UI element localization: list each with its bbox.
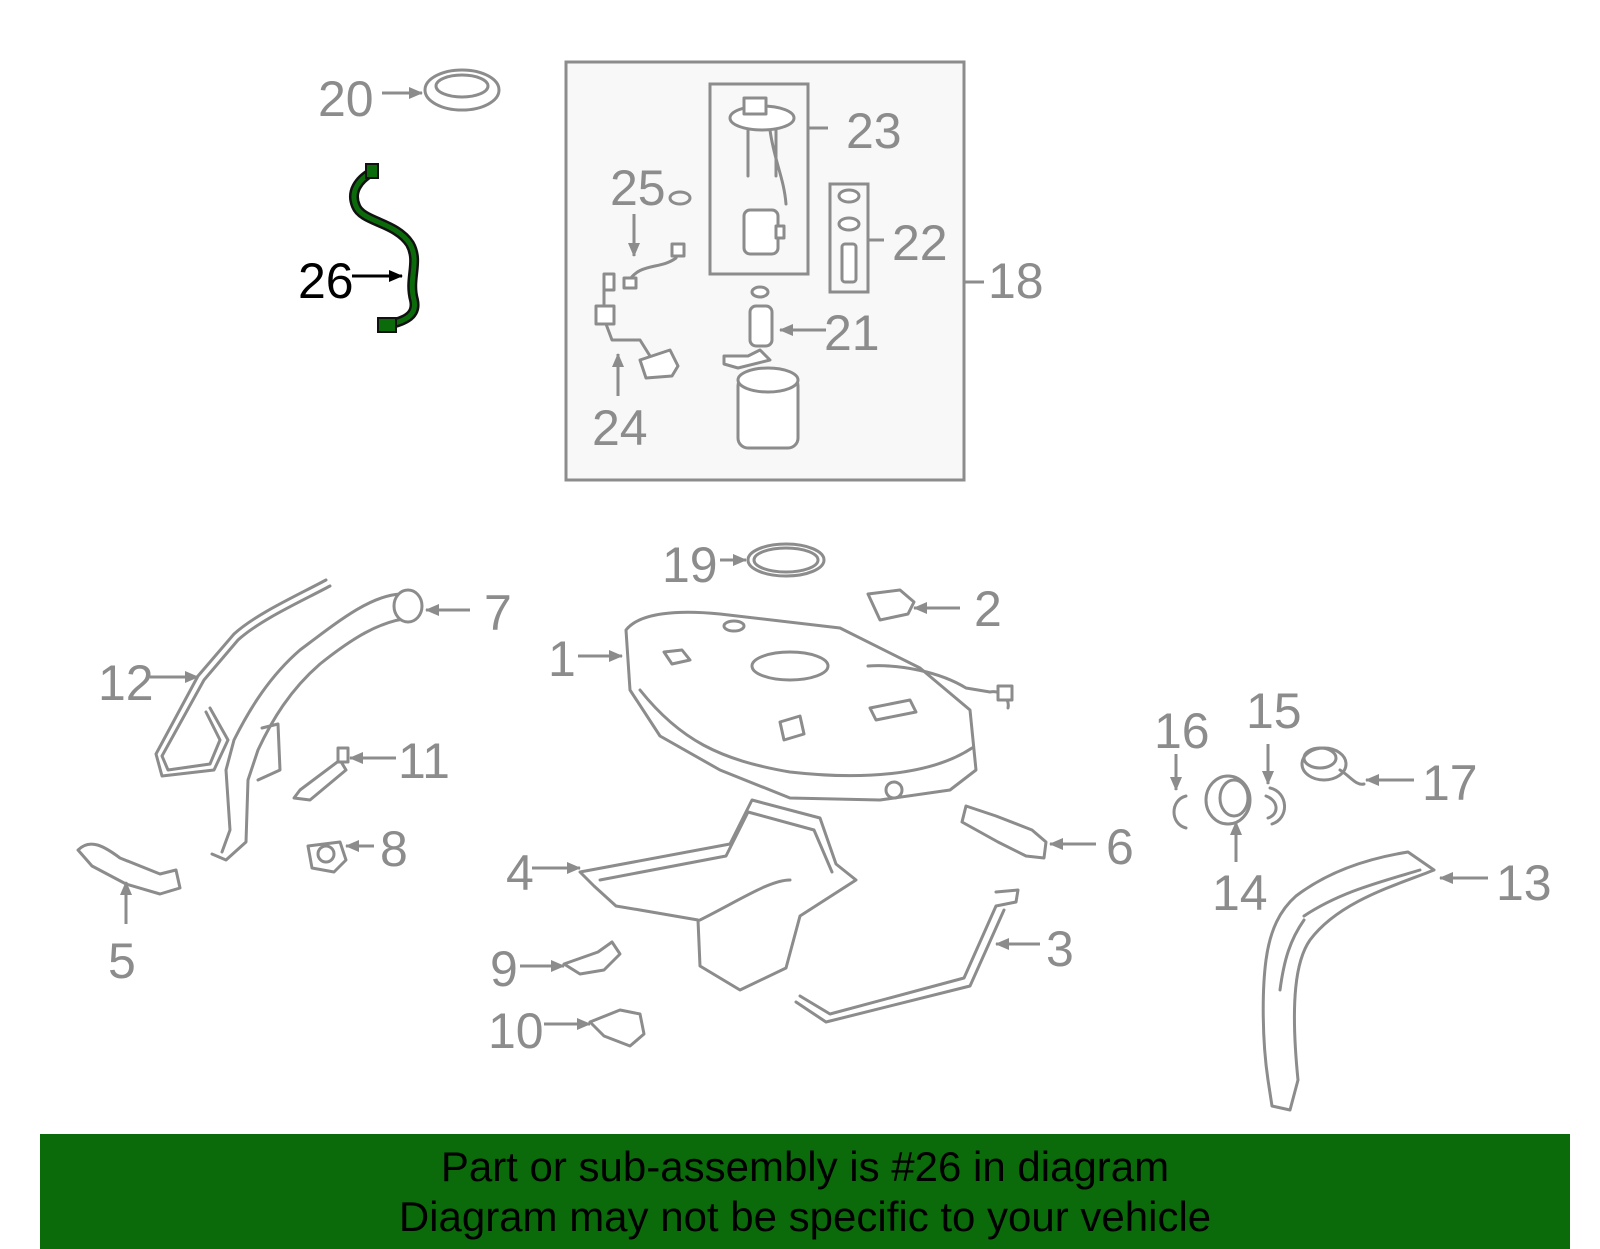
part-11-clip: 11 xyxy=(292,733,450,802)
notice-line-2: Diagram may not be specific to your vehi… xyxy=(398,1193,1212,1240)
callout-20: 20 xyxy=(318,71,374,127)
part-16-clip: 16 xyxy=(1154,703,1210,830)
part-10-bracket: 10 xyxy=(488,1003,646,1059)
part-8-clamp: 8 xyxy=(306,821,408,877)
notice-banner: Part or sub-assembly is #26 in diagram D… xyxy=(40,1134,1570,1249)
callout-25: 25 xyxy=(610,160,666,216)
callout-4: 4 xyxy=(506,845,534,901)
part-17-fuel-cap: 17 xyxy=(1300,746,1478,811)
callout-23: 23 xyxy=(846,103,902,159)
callout-16: 16 xyxy=(1154,703,1210,759)
callout-9: 9 xyxy=(490,941,518,997)
part-19-gasket: 19 xyxy=(662,537,826,593)
part-4-protector: 4 xyxy=(506,798,858,992)
part-15-ring: 15 xyxy=(1246,683,1302,826)
part-2-bracket: 2 xyxy=(866,581,1002,637)
notice-line-1: Part or sub-assembly is #26 in diagram xyxy=(440,1143,1170,1190)
callout-22: 22 xyxy=(892,215,948,271)
part-12-breather-pipe: 12 xyxy=(98,578,332,778)
part-18-fuel-pump-assembly-box: 18 23 22 21 25 xyxy=(564,60,1044,482)
callout-19: 19 xyxy=(662,537,718,593)
part-26-fuel-hose: 26 xyxy=(298,163,420,333)
part-14-neck-seal: 14 xyxy=(1204,774,1268,921)
callout-11: 11 xyxy=(398,733,450,789)
callout-3: 3 xyxy=(1046,921,1074,977)
callout-18: 18 xyxy=(988,253,1044,309)
callout-26: 26 xyxy=(298,253,354,309)
callout-1: 1 xyxy=(548,631,576,687)
callout-21: 21 xyxy=(824,305,880,361)
part-9-bracket: 9 xyxy=(490,940,622,997)
part-7-filler-pipe: 7 xyxy=(210,585,512,862)
callout-24: 24 xyxy=(592,400,648,456)
callout-7: 7 xyxy=(484,585,512,641)
callout-10: 10 xyxy=(488,1003,544,1059)
callout-15: 15 xyxy=(1246,683,1302,739)
callout-5: 5 xyxy=(108,933,136,989)
part-3-strap: 3 xyxy=(794,888,1074,1024)
part-13-neck-protector: 13 xyxy=(1261,850,1552,1112)
callout-12: 12 xyxy=(98,655,154,711)
callout-13: 13 xyxy=(1496,855,1552,911)
callout-14: 14 xyxy=(1212,865,1268,921)
part-20-seal-ring: 20 xyxy=(318,68,501,127)
part-1-fuel-tank: 1 xyxy=(548,610,1014,802)
part-6-hose: 6 xyxy=(960,804,1134,875)
callout-17: 17 xyxy=(1422,755,1478,811)
callout-2: 2 xyxy=(974,581,1002,637)
callout-6: 6 xyxy=(1106,819,1134,875)
part-5-hose: 5 xyxy=(76,842,182,989)
callout-8: 8 xyxy=(380,821,408,877)
